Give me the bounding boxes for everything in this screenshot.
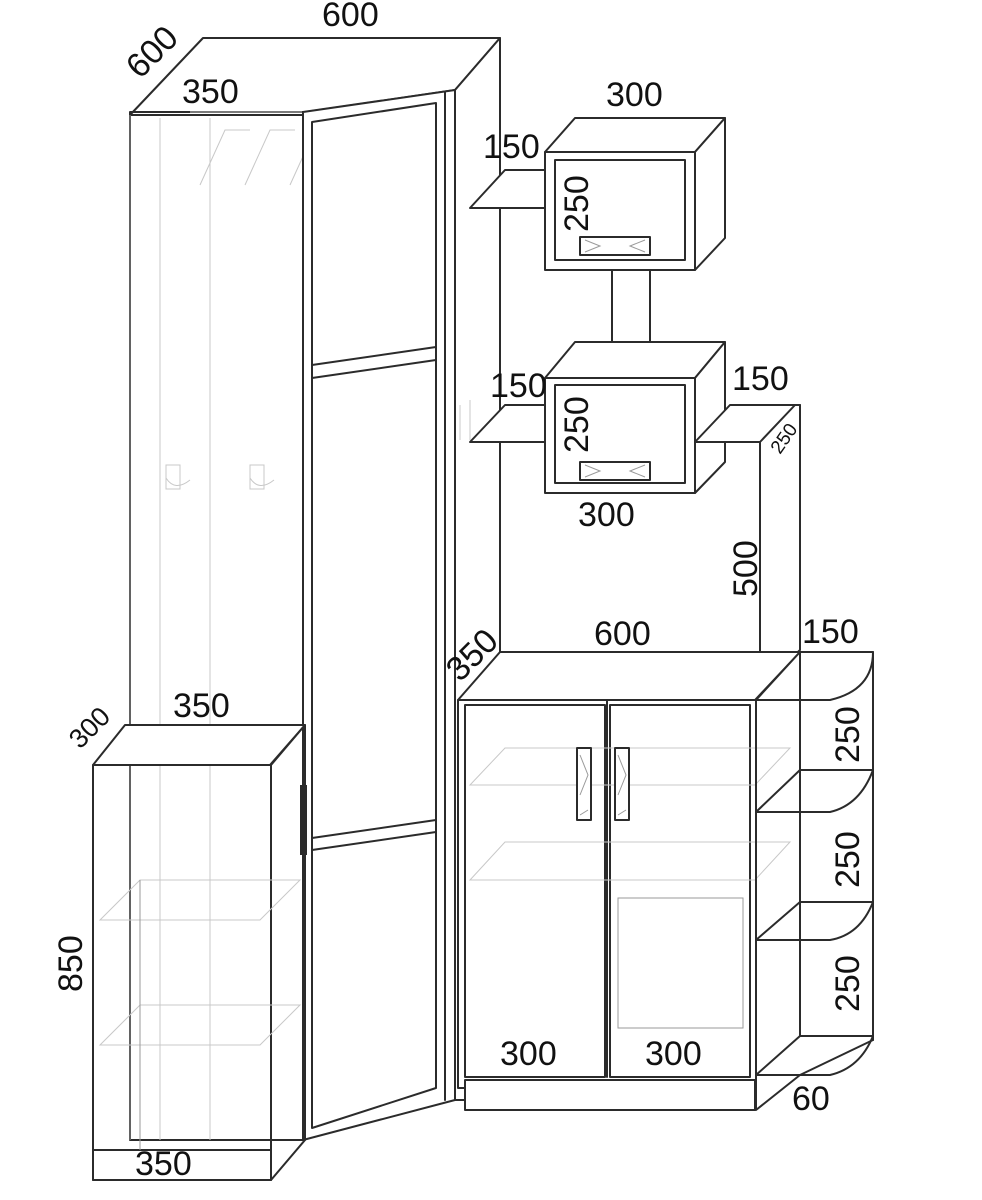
- dim-shelf-top-150: 150: [483, 128, 540, 166]
- left-door: [464, 704, 606, 1078]
- dim-side-shelf-2: 250: [829, 831, 867, 888]
- drawer-handle-icon: [579, 236, 651, 256]
- dim-low-height: 850: [52, 935, 90, 992]
- dim-cube-top-height: 250: [558, 175, 596, 232]
- right-door: [609, 704, 751, 1078]
- dim-cube-top-width: 300: [606, 76, 663, 114]
- door-handle-icon: [614, 747, 630, 821]
- dim-wardrobe-inner: 350: [182, 73, 239, 111]
- dim-cabinet-width: 600: [594, 615, 651, 653]
- dim-side-shelf-1: 250: [829, 706, 867, 763]
- dim-cube-mid-height: 250: [558, 396, 596, 453]
- side-shelf-3: [755, 1035, 874, 1076]
- low-cabinet-front: [92, 764, 272, 1181]
- coat-hook-icon: [165, 464, 191, 490]
- door-handle-icon: [576, 747, 592, 821]
- low-cabinet-top: [92, 724, 306, 766]
- shoe-cabinet: [457, 651, 874, 1111]
- dim-wardrobe-width: 600: [322, 0, 379, 34]
- dim-plinth: 60: [792, 1080, 830, 1118]
- cabinet-top: [457, 651, 801, 701]
- dim-cube-mid-width: 300: [578, 496, 635, 534]
- dim-side-shelf-width: 150: [802, 613, 859, 651]
- hook-icon: [459, 400, 471, 440]
- corner-wardrobe: [129, 37, 501, 1141]
- dim-door-left: 300: [500, 1035, 557, 1073]
- dim-door-right: 300: [645, 1035, 702, 1073]
- door-handle-icon: [300, 785, 307, 855]
- wall-shelf-unit: [459, 39, 801, 683]
- mid-cube-top: [544, 341, 726, 379]
- low-cabinet: [92, 724, 306, 1181]
- side-shelf-2: [755, 901, 874, 941]
- wardrobe-door: [302, 89, 456, 1141]
- drawer-handle-icon: [579, 461, 651, 481]
- side-shelf-1: [755, 769, 874, 813]
- dim-low-width-bottom: 350: [135, 1145, 192, 1183]
- dim-post-height: 500: [727, 540, 765, 597]
- coat-hook-icon: [249, 464, 275, 490]
- top-cube-top: [544, 117, 726, 153]
- dim-shelf-mid-left-150: 150: [490, 367, 547, 405]
- wardrobe-left-section: [129, 114, 306, 1141]
- dim-shelf-mid-right-150: 150: [732, 360, 789, 398]
- cabinet-plinth: [464, 1079, 756, 1111]
- dim-low-width-top: 350: [173, 687, 230, 725]
- dim-side-shelf-3: 250: [829, 955, 867, 1012]
